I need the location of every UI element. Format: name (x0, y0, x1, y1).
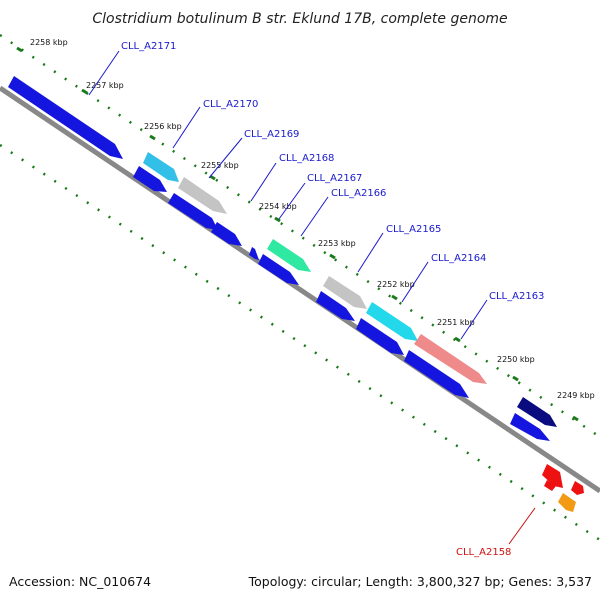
kbp-label: 2256 kbp (144, 122, 182, 131)
leader-line (300, 196, 329, 237)
gene-arrow[interactable] (133, 166, 167, 192)
label-leaders (88, 50, 536, 545)
gene-label[interactable]: CLL_A2166 (331, 188, 386, 199)
leader-line (208, 137, 243, 179)
gene-arrow-cll-a2171[interactable] (8, 76, 123, 159)
kbp-label: 2258 kbp (30, 38, 68, 47)
gene-arrow[interactable] (356, 318, 404, 355)
gene-arrow-cll-a2170[interactable] (143, 152, 179, 182)
gene-arrow[interactable] (404, 350, 469, 398)
leader-line (460, 299, 488, 340)
gene-arrow[interactable] (316, 291, 355, 321)
gene-label[interactable]: CLL_A2171 (121, 41, 176, 52)
gene-label[interactable]: CLL_A2164 (431, 253, 486, 264)
gene-arrow-cll-a2163[interactable] (414, 334, 487, 384)
gene-label[interactable]: CLL_A2163 (489, 291, 544, 302)
accession-text: Accession: NC_010674 (9, 574, 151, 589)
gene-arrow[interactable] (258, 254, 299, 285)
leader-line (88, 50, 120, 96)
leader-line (401, 261, 429, 303)
leader-line (508, 507, 536, 545)
gene-arrow[interactable] (168, 193, 218, 230)
gene-arrow[interactable] (211, 222, 242, 246)
leader-line (278, 182, 306, 220)
kbp-label: 2251 kbp (437, 318, 475, 327)
kbp-label: 2250 kbp (497, 355, 535, 364)
major-tick (329, 253, 336, 260)
major-tick (391, 294, 398, 301)
major-tick (572, 415, 579, 422)
gene-arrow-cll-a2166[interactable] (323, 276, 367, 309)
gene-arrow-red[interactable] (571, 481, 584, 495)
gene-arrow-cll-a2169[interactable] (178, 177, 227, 214)
genome-backbone (0, 85, 600, 494)
major-ticks (16, 46, 579, 422)
kbp-label: 2249 kbp (557, 391, 595, 400)
gene-arrow[interactable] (510, 413, 550, 441)
major-tick (149, 134, 156, 141)
gene-arrow-cll-a2158[interactable] (542, 464, 563, 488)
kbp-label: 2254 kbp (259, 202, 297, 211)
kbp-label: 2252 kbp (377, 280, 415, 289)
kbp-label: 2253 kbp (318, 239, 356, 248)
lower-tick-track (0, 143, 600, 542)
major-tick (81, 88, 88, 95)
reverse-genes (133, 166, 550, 441)
gene-label[interactable]: CLL_A2169 (244, 129, 299, 140)
leader-line (357, 232, 384, 273)
gene-label[interactable]: CLL_A2158 (456, 547, 511, 558)
map-title: Clostridium botulinum B str. Eklund 17B,… (92, 11, 507, 27)
gene-label[interactable]: CLL_A2167 (307, 173, 362, 184)
kbp-label: 2257 kbp (86, 81, 124, 90)
gene-arrow-cll-a2165[interactable] (366, 302, 418, 341)
gene-label[interactable]: CLL_A2168 (279, 153, 334, 164)
major-tick (16, 46, 23, 53)
upper-tick-track (0, 33, 600, 439)
gene-arrow-red-small[interactable] (544, 480, 556, 491)
major-tick (512, 375, 519, 382)
gene-arrow-cll-a2168[interactable] (267, 239, 311, 272)
leader-line (172, 106, 201, 149)
gene-label[interactable]: CLL_A2170 (203, 99, 258, 110)
major-tick (454, 336, 461, 343)
genome-summary-text: Topology: circular; Length: 3,800,327 bp… (248, 574, 592, 589)
gene-label[interactable]: CLL_A2165 (386, 224, 441, 235)
forward-genes (8, 76, 557, 427)
leader-line (250, 162, 277, 202)
major-tick (274, 216, 281, 223)
gene-arrow-orange[interactable] (558, 493, 576, 512)
gene-arrow-dark[interactable] (517, 397, 557, 427)
gene-arrow-cll-a2167[interactable] (249, 247, 259, 260)
